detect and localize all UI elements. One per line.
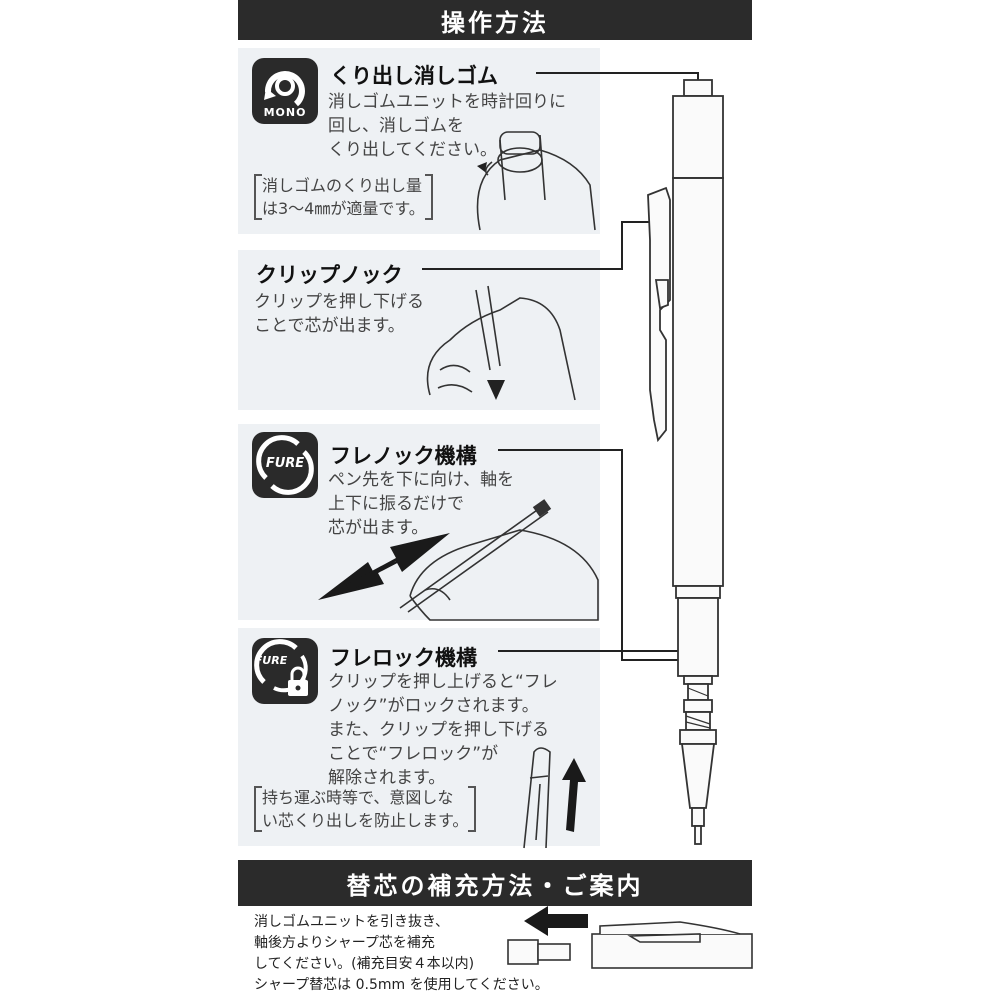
fure-icon	[252, 432, 318, 498]
eraser-title: くり出し消しゴム	[330, 64, 498, 88]
fure-lock-note-line-1: 持ち運ぶ時等で、意図しな	[262, 788, 454, 807]
fure-lock-desc-line-3: また、クリップを押し下げる	[328, 720, 549, 740]
fure-lock-desc-line-4: ことで“フレロック”が	[328, 744, 499, 764]
eraser-note-line-2: は3～4㎜が適量です。	[262, 199, 425, 218]
fure-lock-icon	[252, 638, 318, 704]
fure-knock-desc-line-2: 上下に振るだけで	[328, 494, 464, 514]
eraser-desc-line-2: 回し、消しゴムを	[328, 116, 464, 136]
fure-icon-label: FURE	[265, 456, 305, 471]
refill-title: 替芯の補充方法・ご案内	[238, 860, 752, 906]
fure-lock-desc-line-1: クリップを押し上げると“フレ	[328, 672, 558, 692]
fure-lock-desc-line-2: ノック”がロックされます。	[328, 696, 539, 716]
fure-knock-desc-line-1: ペン先を下に向け、軸を	[328, 470, 515, 490]
clip-knock-desc-line-2: ことで芯が出ます。	[254, 316, 405, 336]
eraser-desc-line-3: くり出してください。	[328, 140, 497, 160]
fure-lock-note-line-2: い芯くり出しを防止します。	[262, 811, 469, 830]
clip-knock-panel	[238, 250, 600, 410]
refill-desc-line-2: 軸後方よりシャープ芯を補充	[254, 935, 435, 951]
clip-knock-desc-line-1: クリップを押し下げる	[254, 292, 424, 312]
refill-footer: シャープ替芯は 0.5mm を使用してください。	[254, 977, 549, 993]
fure-lock-note: 持ち運ぶ時等で、意図しな い芯くり出しを防止します。	[254, 786, 477, 832]
refill-desc-line-1: 消しゴムユニットを引き抜き、	[254, 914, 450, 930]
refill-desc-line-3: してください。(補充目安４本以内)	[254, 956, 475, 972]
eraser-note-line-1: 消しゴムのくり出し量	[262, 176, 423, 195]
fure-lock-desc-line-5: 解除されます。	[328, 768, 446, 788]
eraser-desc-line-1: 消しゴムユニットを時計回りに	[328, 92, 566, 112]
fure-lock-icon-label: FURE	[254, 654, 288, 667]
fure-knock-title: フレノック機構	[330, 444, 477, 468]
mono-eraser-icon	[252, 58, 318, 124]
eraser-note: 消しゴムのくり出し量 は3～4㎜が適量です。	[254, 174, 433, 220]
fure-knock-desc-line-3: 芯が出ます。	[328, 518, 429, 538]
fure-lock-title: フレロック機構	[330, 646, 477, 670]
mono-icon-label: MONO	[263, 106, 307, 119]
clip-knock-title: クリップノック	[256, 263, 403, 287]
header-title: 操作方法	[238, 0, 752, 40]
